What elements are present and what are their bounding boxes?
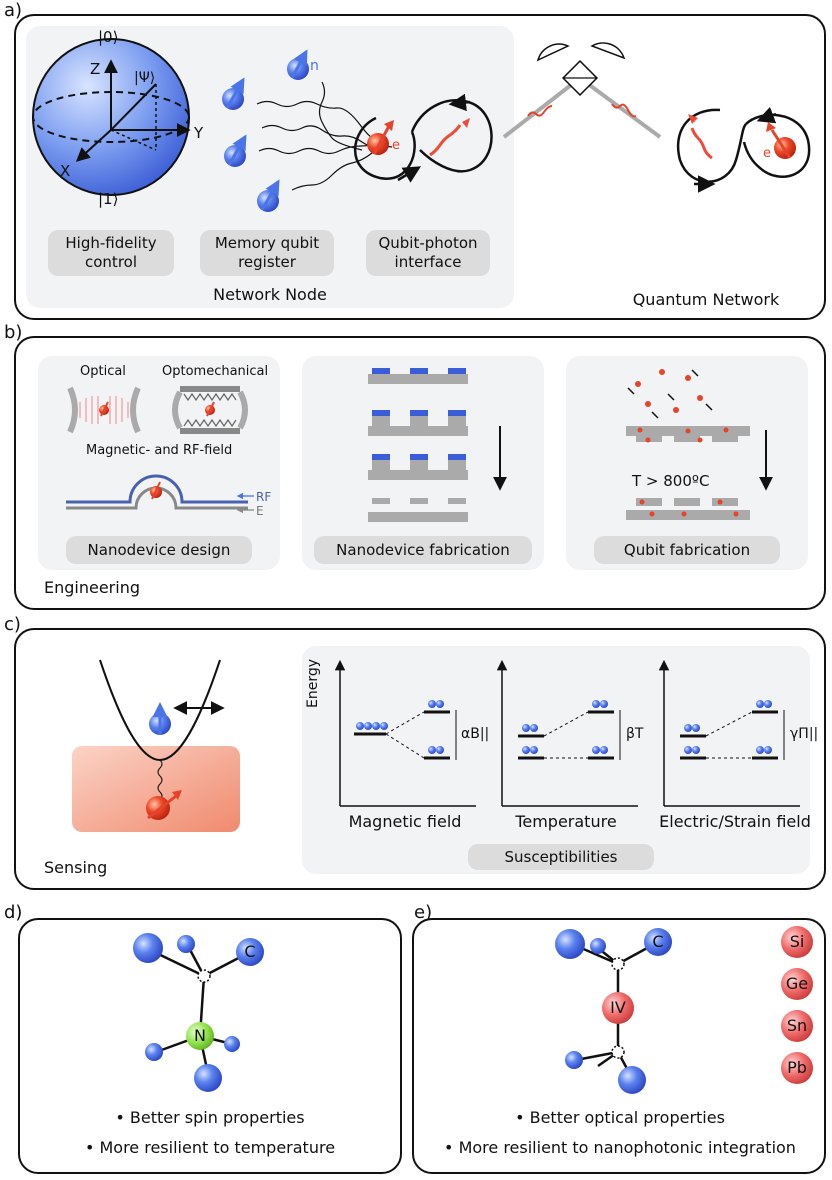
panel-c [14, 628, 826, 890]
pill-nanodevice-fab: Nanodevice fabrication [314, 536, 532, 564]
x-label-electric: Electric/Strain field [659, 812, 811, 831]
panel-a [14, 14, 826, 320]
atom-c-label: C [652, 932, 664, 951]
element-sn: Sn [786, 1016, 808, 1035]
spin-e-label: e [392, 138, 400, 153]
alpha-label: αB|| [461, 726, 490, 742]
atom-iv-label: IV [610, 998, 626, 1017]
atom-n-label: N [194, 1026, 206, 1045]
energy-plot-magnetic [334, 659, 476, 807]
e-label: E [256, 504, 264, 518]
beta-label: βT [626, 726, 644, 742]
network-node-label: Network Node [213, 285, 327, 304]
panel-d [18, 918, 402, 1174]
rf-label: RF [256, 490, 272, 504]
sensing-label: Sensing [44, 858, 108, 877]
pill-susceptibilities: Susceptibilities [468, 844, 654, 870]
detector-icon [536, 43, 570, 62]
ket1-label: |1⟩ [98, 190, 119, 208]
panel-b [14, 336, 826, 610]
panel-b-label: b) [4, 322, 23, 343]
panel-d-label: d) [4, 902, 23, 923]
magnetic-rf-label: Magnetic- and RF-field [86, 443, 233, 458]
photon-wave [690, 127, 713, 160]
y-axis-label: Y [194, 124, 204, 142]
resonator-path [354, 116, 416, 180]
panel-c-label: c) [4, 614, 21, 635]
memory-spin [257, 179, 280, 212]
engineering-drawings [66, 368, 773, 522]
nv-bullet-2: • More resilient to temperature [84, 1138, 336, 1157]
spin-e2-label: e [763, 146, 771, 161]
qubit-electron [766, 122, 796, 159]
iv-bullet-2: • More resilient to nanophotonic integra… [444, 1138, 796, 1157]
beam-splitter [561, 59, 599, 97]
sensing-drawing [72, 659, 800, 832]
temperature-threshold: T > 800ºC [632, 472, 710, 490]
panel-e-label: e) [414, 902, 433, 923]
psi-label: |Ψ⟩ [134, 70, 156, 86]
atom-c-label: C [244, 942, 256, 961]
spin-n-label: n [310, 58, 319, 74]
quantum-network-label: Quantum Network [632, 290, 780, 309]
energy-plot-temperature [496, 659, 638, 807]
element-pb: Pb [787, 1058, 807, 1077]
memory-spin [224, 134, 247, 167]
panel-e [412, 918, 826, 1174]
x-axis-label: X [60, 162, 71, 180]
nv-bullet-1: • Better spin properties [115, 1108, 305, 1127]
gamma-label: γΠ|| [790, 726, 819, 742]
bloch-sphere [32, 38, 811, 212]
engineering-label: Engineering [44, 578, 140, 597]
energy-plot-electric [658, 659, 800, 807]
memory-spin [287, 49, 309, 80]
ket0-label: |0⟩ [98, 28, 119, 46]
panel-a-label: a) [4, 0, 23, 21]
optomechanical-label: Optomechanical [162, 364, 269, 379]
pill-nanodevice-design: Nanodevice design [66, 536, 252, 564]
iv-bullet-1: • Better optical properties [515, 1108, 725, 1127]
photon-wave [429, 124, 462, 157]
memory-spin [222, 77, 245, 110]
x-label-temperature: Temperature [515, 812, 617, 831]
pill-qubit-fab: Qubit fabrication [594, 536, 780, 564]
z-axis-label: Z [90, 60, 101, 78]
element-ge: Ge [785, 974, 809, 993]
susceptibilities-area [302, 646, 810, 874]
qubit-electron [367, 120, 394, 155]
qubit-fab-area [566, 356, 808, 570]
x-label-magnetic: Magnetic field [348, 812, 462, 831]
detector-icon [590, 42, 626, 60]
optical-label: Optical [80, 364, 126, 379]
element-si: Si [789, 932, 805, 951]
